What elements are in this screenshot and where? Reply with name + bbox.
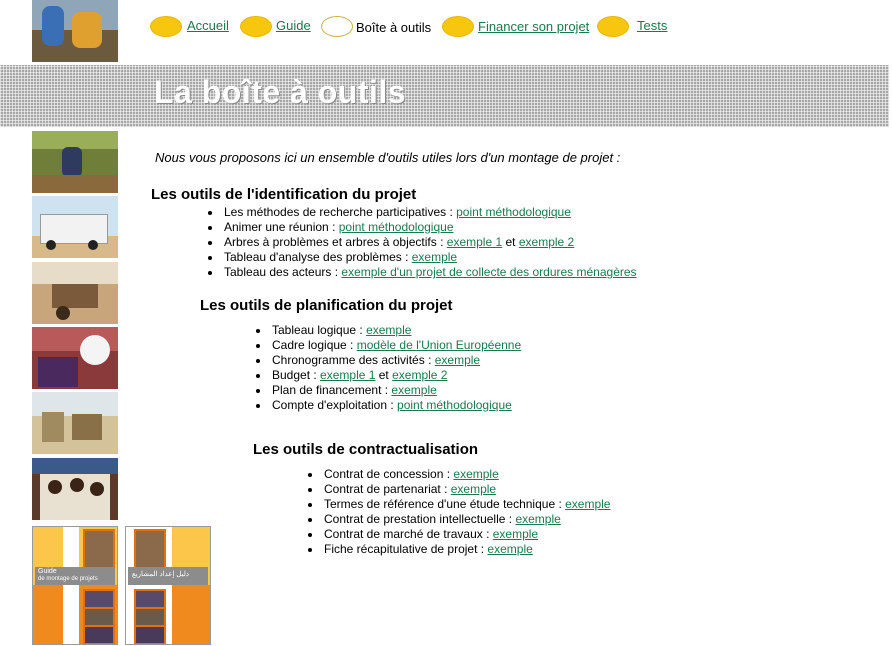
nav-bullet-icon	[150, 16, 182, 37]
tool-label: Budget :	[272, 368, 321, 382]
tool-link[interactable]: exemple 2	[518, 235, 575, 249]
nav-bullet-icon	[240, 16, 272, 37]
page-title: La boîte à outils	[154, 74, 407, 110]
tool-label: Animer une réunion :	[224, 220, 339, 234]
intro-text: Nous vous proposons ici un ensemble d'ou…	[155, 150, 621, 165]
tool-label: Chronogramme des activités :	[272, 353, 435, 367]
tool-list-item: Termes de référence d'une étude techniqu…	[322, 497, 610, 512]
tool-label: Plan de financement :	[272, 383, 392, 397]
tool-link[interactable]: exemple 1	[320, 368, 376, 382]
guide-book-cover-arabic[interactable]: دليل إعداد المشاريع	[125, 526, 211, 645]
photo-construction	[32, 392, 118, 454]
tool-label: Tableau logique :	[272, 323, 367, 337]
tool-list-item: Contrat de prestation intellectuelle : e…	[322, 512, 610, 527]
tool-list-item: Tableau d'analyse des problèmes : exempl…	[222, 250, 637, 265]
tool-link[interactable]: exemple d'un projet de collecte des ordu…	[341, 265, 637, 279]
tool-list-item: Arbres à problèmes et arbres à objectifs…	[222, 235, 637, 250]
identification-tools-list: Les méthodes de recherche participatives…	[206, 205, 637, 280]
tool-list-item: Budget : exemple 1 et exemple 2	[270, 368, 521, 383]
photo-minibus	[32, 196, 118, 258]
tool-label: Fiche récapitulative de projet :	[324, 542, 488, 556]
nav-bullet-icon	[442, 16, 474, 37]
tool-list-item: Fiche récapitulative de projet : exemple	[322, 542, 610, 557]
tool-link[interactable]: exemple	[492, 527, 539, 541]
nav-link-guide[interactable]: Guide	[276, 18, 311, 33]
nav-link-tests[interactable]: Tests	[637, 18, 668, 33]
tool-link[interactable]: point méthodologique	[397, 398, 512, 412]
photo-women-sewing	[32, 0, 118, 62]
planification-tools-list: Tableau logique : exempleCadre logique :…	[254, 323, 521, 413]
section-title-identification: Les outils de l'identification du projet	[151, 186, 417, 203]
tool-link[interactable]: point méthodologique	[338, 220, 454, 234]
photo-crowd	[32, 458, 118, 520]
tool-list-item: Compte d'exploitation : point méthodolog…	[270, 398, 521, 413]
tool-list-item: Contrat de concession : exemple	[322, 467, 610, 482]
tool-link[interactable]: exemple	[411, 250, 458, 264]
tool-list-item: Les méthodes de recherche participatives…	[222, 205, 637, 220]
photo-field-work	[32, 131, 118, 193]
tool-link[interactable]: exemple	[434, 353, 481, 367]
tool-list-item: Plan de financement : exemple	[270, 383, 521, 398]
book-subtitle-french: de montage de projets	[38, 576, 98, 582]
guide-book-cover-french[interactable]: Guide de montage de projets	[32, 526, 118, 645]
tool-label: Arbres à problèmes et arbres à objectifs…	[224, 235, 447, 249]
tool-label: Cadre logique :	[272, 338, 357, 352]
top-navigation: Accueil Guide Boîte à outils Financer so…	[150, 12, 890, 40]
nav-link-accueil[interactable]: Accueil	[187, 18, 229, 33]
tool-link[interactable]: exemple	[487, 542, 533, 556]
tool-label: Contrat de concession :	[324, 467, 454, 481]
tool-link[interactable]: exemple	[391, 383, 437, 397]
title-banner: La boîte à outils	[0, 65, 889, 127]
tool-label: Contrat de prestation intellectuelle :	[324, 512, 516, 526]
photo-women-group	[32, 327, 118, 389]
nav-current-label: Boîte à outils	[356, 20, 432, 35]
book-title-french: Guide	[38, 568, 57, 575]
section-title-planification: Les outils de planification du projet	[200, 297, 453, 314]
nav-bullet-icon	[597, 16, 629, 37]
nav-bullet-current-icon	[321, 16, 353, 37]
tool-link[interactable]: exemple 2	[392, 368, 448, 382]
contractualisation-tools-list: Contrat de concession : exempleContrat d…	[306, 467, 610, 557]
tool-label: Tableau d'analyse des problèmes :	[224, 250, 412, 264]
tool-list-item: Cadre logique : modèle de l'Union Europé…	[270, 338, 521, 353]
photo-cart-donkey	[32, 262, 118, 324]
tool-link[interactable]: exemple	[453, 467, 499, 481]
tool-label: Compte d'exploitation :	[272, 398, 398, 412]
tool-list-item: Animer une réunion : point méthodologiqu…	[222, 220, 637, 235]
tool-link[interactable]: exemple 1	[446, 235, 503, 249]
nav-link-financer[interactable]: Financer son projet	[478, 19, 590, 34]
tool-link[interactable]: exemple	[565, 497, 611, 511]
tool-link[interactable]: modèle de l'Union Européenne	[356, 338, 522, 352]
tool-link[interactable]: exemple	[450, 482, 497, 496]
link-separator: et	[375, 368, 393, 382]
section-title-contractualisation: Les outils de contractualisation	[253, 441, 479, 458]
tool-label: Contrat de marché de travaux :	[324, 527, 493, 541]
tool-list-item: Tableau logique : exemple	[270, 323, 521, 338]
tool-list-item: Contrat de partenariat : exemple	[322, 482, 610, 497]
tool-list-item: Tableau des acteurs : exemple d'un proje…	[222, 265, 637, 280]
book-title-arabic: دليل إعداد المشاريع	[132, 571, 189, 578]
link-separator: et	[502, 235, 519, 249]
tool-label: Tableau des acteurs :	[224, 265, 342, 279]
tool-link[interactable]: point méthodologique	[456, 205, 571, 219]
tool-label: Termes de référence d'une étude techniqu…	[324, 497, 566, 511]
tool-label: Les méthodes de recherche participatives…	[224, 205, 457, 219]
tool-label: Contrat de partenariat :	[324, 482, 451, 496]
tool-list-item: Contrat de marché de travaux : exemple	[322, 527, 610, 542]
tool-list-item: Chronogramme des activités : exemple	[270, 353, 521, 368]
tool-link[interactable]: exemple	[515, 512, 561, 526]
tool-link[interactable]: exemple	[366, 323, 412, 337]
